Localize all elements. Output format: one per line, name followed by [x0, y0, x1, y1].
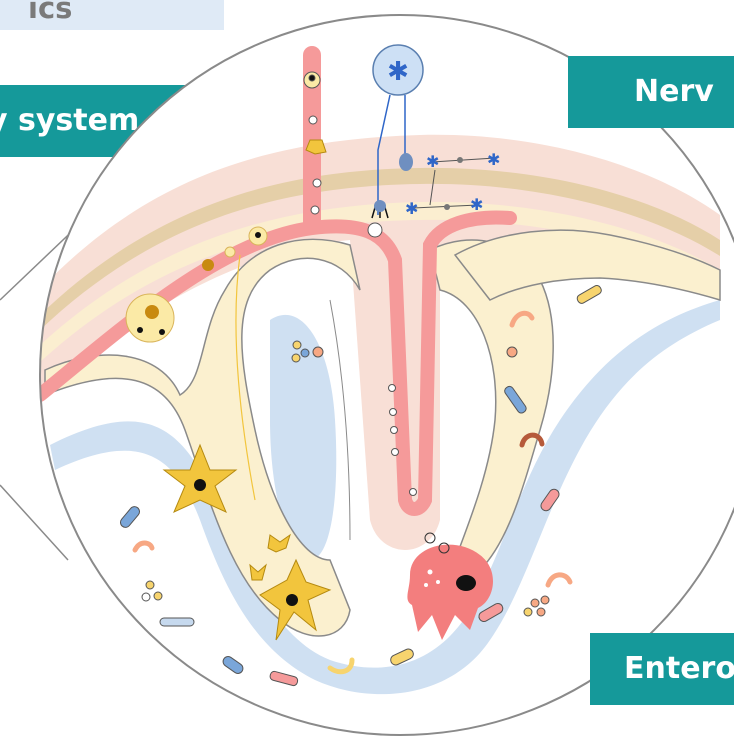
svg-text:✱: ✱	[387, 57, 409, 87]
svg-text:✱: ✱	[470, 195, 483, 214]
enteroendocrine-label-text: Entero	[590, 633, 734, 705]
enteroendocrine-label: Entero	[590, 633, 734, 705]
svg-text:✱: ✱	[487, 150, 500, 169]
nervous-system-label-text: Nerv	[568, 56, 734, 128]
nervous-system-label: Nerv	[568, 56, 734, 128]
svg-text:✱: ✱	[405, 199, 418, 218]
svg-text:✱: ✱	[426, 152, 439, 171]
zoom-connector-line-lower	[0, 485, 68, 560]
